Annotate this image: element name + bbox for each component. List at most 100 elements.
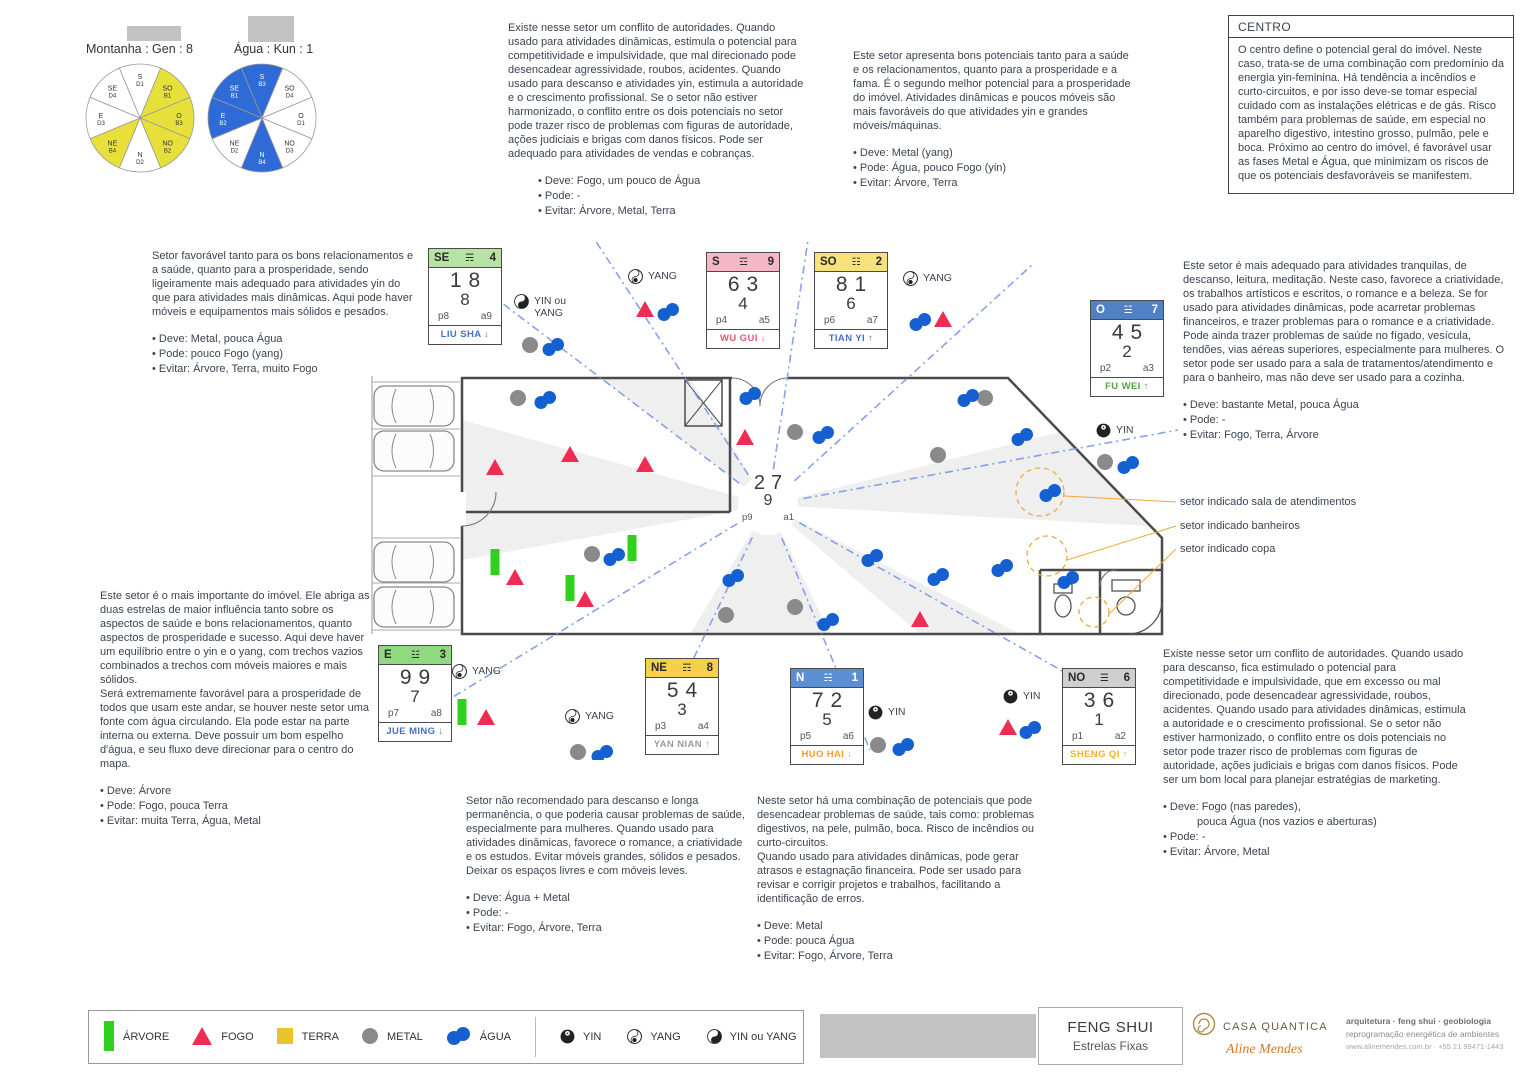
yin-yang-icon	[452, 664, 467, 679]
metal-icon	[361, 1027, 379, 1048]
trigram-icon: ☰	[1099, 672, 1109, 684]
svg-text:N: N	[137, 152, 142, 159]
sector-no-body: Existe nesse setor um conflito de autori…	[1163, 648, 1466, 786]
sector-n-body2: Quando usado para atividades dinâmicas, …	[757, 850, 1022, 905]
trigram-icon: ☶	[682, 662, 692, 674]
door-arc	[731, 377, 761, 407]
legend: ÁRVORE FOGO TERRA METAL ÁGUA YIN YANG	[88, 1010, 804, 1064]
sector-so-description: Este setor apresenta bons potenciais tan…	[853, 50, 1131, 192]
base-star: 4	[738, 294, 748, 313]
yin-yang-icon	[628, 269, 643, 284]
stars: 81	[835, 273, 874, 296]
agua-icon	[445, 1026, 472, 1049]
svg-text:D1: D1	[136, 82, 144, 88]
redacted-client-info	[820, 1014, 1036, 1058]
svg-text:D3: D3	[286, 149, 294, 155]
svg-text:D3: D3	[97, 121, 105, 127]
svg-text:E: E	[99, 113, 104, 120]
fogo-icon	[191, 1026, 213, 1049]
star-name: LIU SHA ↓	[429, 325, 501, 344]
sector-box-e-header: E ☳ 3	[379, 646, 451, 665]
sector-no-description: Existe nesse setor um conflito de autori…	[1163, 648, 1470, 861]
svg-text:S: S	[260, 74, 265, 81]
sector-s-description: Existe nesse setor um conflito de autori…	[508, 22, 808, 220]
svg-text:E: E	[221, 113, 226, 120]
svg-text:SO: SO	[285, 85, 296, 92]
redacted-text	[127, 26, 181, 41]
star-name: JUE MING ↓	[379, 722, 451, 741]
svg-text:D1: D1	[297, 121, 305, 127]
trigram-icon: ☷	[851, 256, 861, 268]
door-arc	[461, 491, 497, 527]
sector-e-body1: Este setor é o mais importante do imóvel…	[100, 590, 370, 686]
svg-text:SE: SE	[108, 85, 118, 92]
shower-arc	[1129, 601, 1163, 635]
yy-marker-se: YIN ou YANG	[514, 294, 584, 319]
yin-yang-icon	[903, 271, 918, 286]
legend-fogo: FOGO	[191, 1026, 254, 1049]
base-star: 6	[846, 294, 856, 313]
sink	[1116, 596, 1136, 616]
svg-text:B3: B3	[258, 82, 266, 88]
sector-box-n-header: N ☵ 1	[791, 669, 863, 688]
legend-arvore: ÁRVORE	[103, 1020, 169, 1054]
sector-box-s-header: S ☲ 9	[707, 253, 779, 272]
star-name: HUO HAI ↓	[791, 745, 863, 764]
svg-text:SE: SE	[230, 85, 240, 92]
star-name: YAN NIAN ↑	[646, 735, 718, 754]
trigram-icon: ☵	[823, 672, 833, 684]
svg-text:B1: B1	[164, 93, 172, 99]
svg-text:NO: NO	[284, 141, 295, 148]
legend-yang: YANG	[627, 1029, 681, 1044]
sector-e-body2: Será extremamente favorável para a prosp…	[100, 687, 370, 770]
sector-box-se-header: SE ☴ 4	[429, 249, 501, 268]
stairwell	[684, 379, 723, 427]
svg-text:O: O	[176, 113, 182, 120]
sector-ne-description: Setor não recomendado para descanso e lo…	[466, 795, 750, 937]
trigram-icon: ☲	[739, 256, 749, 268]
indicator-sala-atendimentos: setor indicado sala de atendimentos	[1180, 496, 1357, 508]
indicator-banheiros: setor indicado banheiros	[1180, 520, 1300, 532]
svg-text:B2: B2	[219, 121, 227, 127]
svg-text:D2: D2	[231, 149, 239, 155]
sector-se-bullets: • Deve: Metal, pouca Água • Pode: pouco …	[152, 332, 318, 375]
sector-s-bullets: • Deve: Fogo, um pouco de Água • Pode: -…	[538, 174, 701, 217]
svg-text:SO: SO	[163, 85, 174, 92]
trigram-icon: ☱	[1123, 304, 1133, 316]
brand-signature: Aline Mendes	[1226, 1042, 1303, 1057]
sector-n-body1: Neste setor há uma combinação de potenci…	[757, 795, 1035, 849]
svg-text:B3: B3	[175, 121, 183, 127]
sector-no-bullets: • Deve: Fogo (nas paredes), pouca Água (…	[1163, 800, 1377, 858]
arvore-icon	[103, 1020, 115, 1054]
sector-se-body: Setor favorável tanto para os bons relac…	[152, 250, 414, 318]
yy-marker-so: YANG	[903, 271, 952, 286]
yy-marker-e: YANG	[452, 664, 501, 679]
star-name: WU GUI ↓	[707, 329, 779, 348]
building-outline	[460, 376, 1164, 636]
sector-s-body: Existe nesse setor um conflito de autori…	[508, 22, 804, 160]
legend-yin: YIN	[560, 1029, 601, 1044]
sector-box-ne-header: NE ☶ 8	[646, 659, 718, 678]
sector-o-bullets: • Deve: bastante Metal, pouca Água • Pod…	[1183, 398, 1359, 441]
trigram-icon: ☳	[411, 649, 421, 661]
svg-text:NO: NO	[162, 141, 173, 148]
centro-box: CENTRO O centro define o potencial geral…	[1228, 15, 1514, 194]
sector-box-so-header: SO ☷ 2	[815, 253, 887, 272]
base-star: 3	[677, 700, 687, 719]
yin-yang-icon	[1003, 689, 1018, 704]
stars: 18	[449, 269, 488, 292]
sector-box-o-header: O ☱ 7	[1091, 301, 1163, 320]
star-name: SHENG QI ↑	[1063, 745, 1135, 764]
yin-icon	[560, 1029, 575, 1044]
svg-text:D2: D2	[136, 160, 144, 166]
yy-marker-o: YIN	[1096, 423, 1134, 438]
svg-text:O: O	[298, 113, 304, 120]
